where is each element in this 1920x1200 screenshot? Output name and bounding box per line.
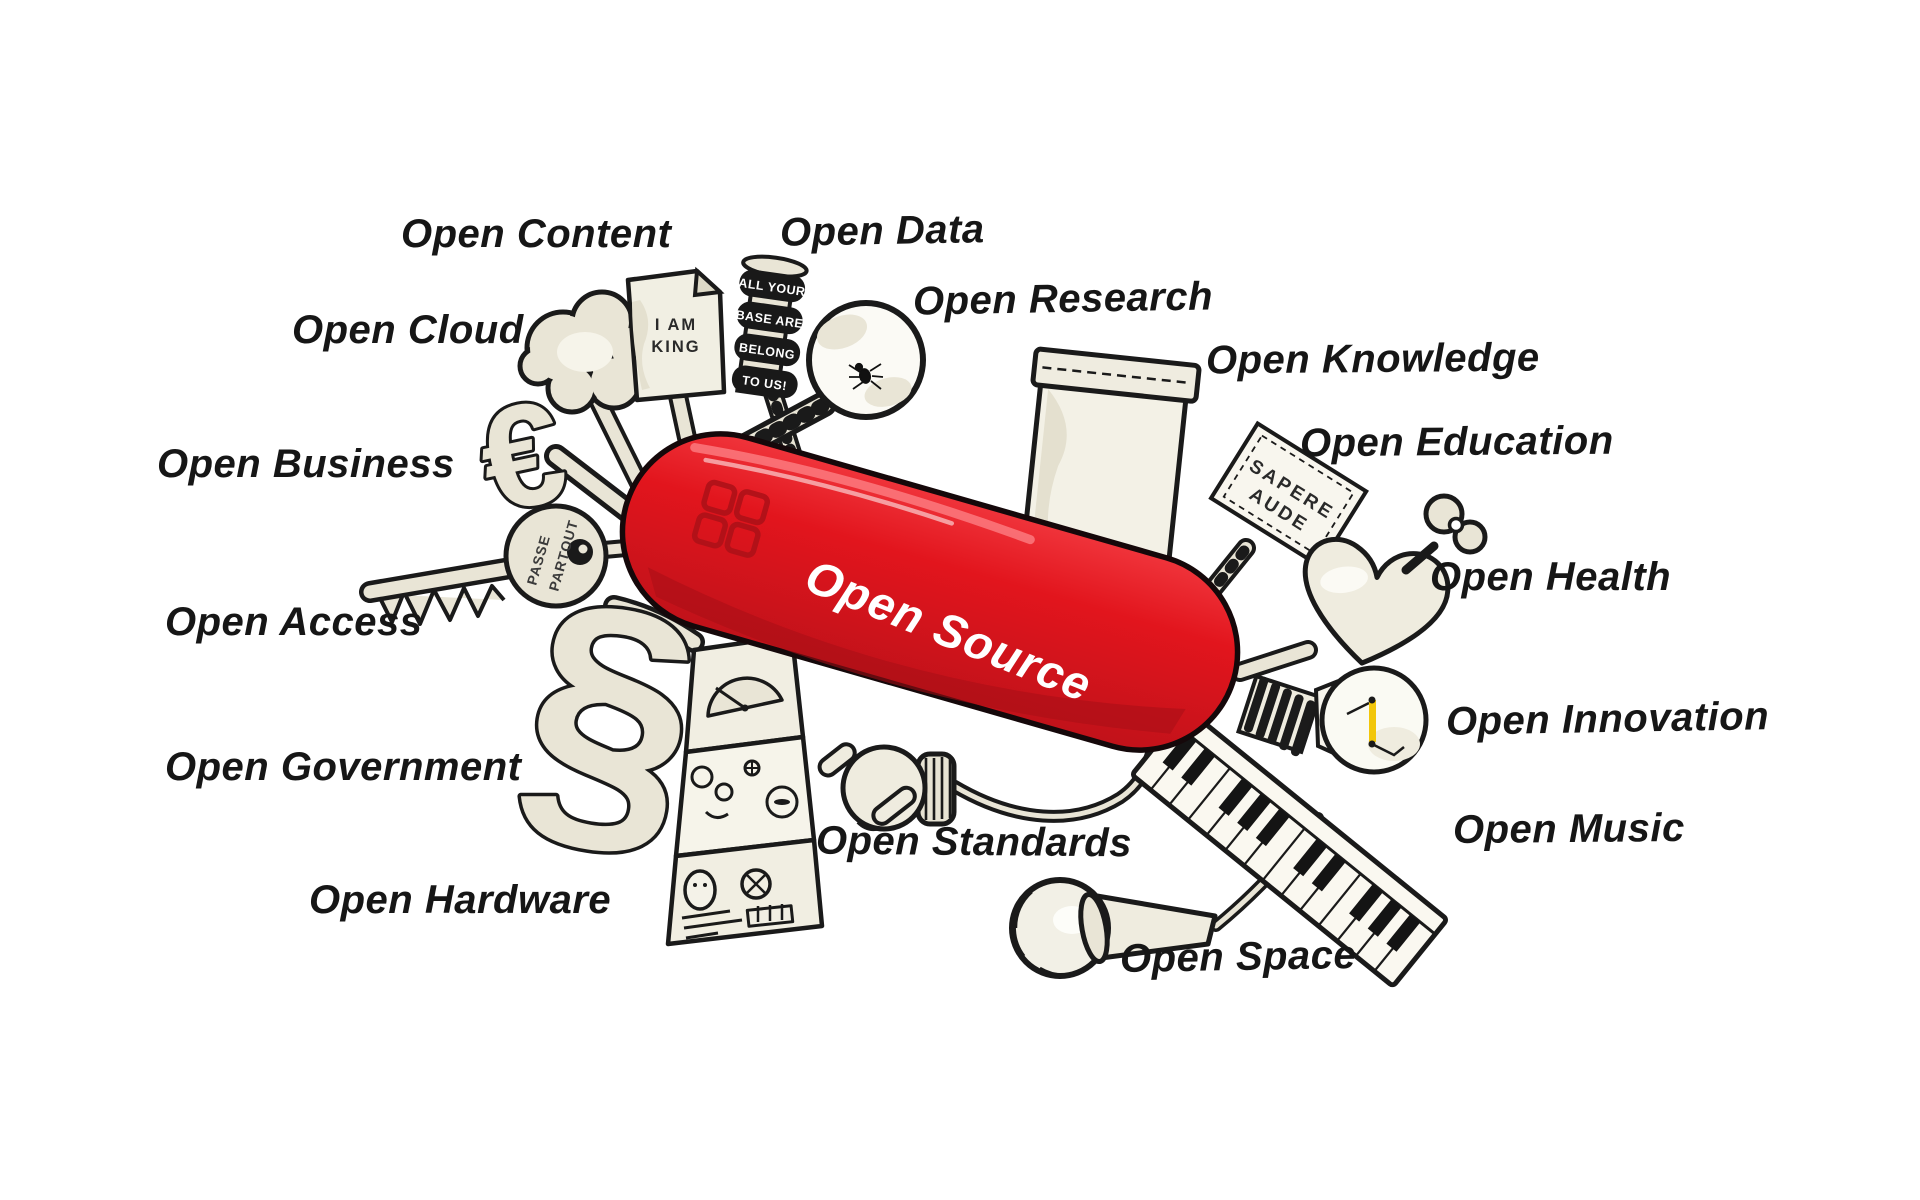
knife-logo-icon: [691, 479, 771, 558]
knife-body: Open Source: [619, 431, 1241, 753]
label-open-music: Open Music: [1452, 805, 1685, 853]
label-open-standards: Open Standards: [815, 818, 1133, 866]
label-open-space: Open Space: [1119, 932, 1357, 982]
magnifier-icon: [806, 300, 926, 420]
cloud-icon: [517, 289, 662, 415]
label-open-data: Open Data: [779, 207, 985, 255]
key-icon: PASSE PARTOUT: [359, 503, 609, 626]
label-open-knowledge: Open Knowledge: [1205, 335, 1540, 383]
label-open-content: Open Content: [401, 212, 672, 256]
rings-text-line4: TO US!: [741, 373, 788, 393]
label-open-business: Open Business: [157, 442, 455, 486]
rings-icon: ALL YOUR BASE ARE BELONG TO US!: [731, 254, 809, 399]
plug-icon: [817, 742, 957, 832]
label-open-health: Open Health: [1430, 555, 1672, 599]
sign-icon: SAPERE AUDE: [1208, 420, 1369, 569]
document-icon: I AM KING: [625, 266, 727, 403]
label-open-government: Open Government: [165, 745, 522, 789]
document-text-line1: I AM: [655, 316, 697, 334]
document-text-line2: KING: [651, 338, 700, 356]
label-open-innovation: Open Innovation: [1445, 694, 1770, 744]
label-open-access: Open Access: [165, 600, 423, 644]
label-open-research: Open Research: [912, 274, 1214, 324]
label-open-hardware: Open Hardware: [309, 878, 612, 922]
manual-icon: [665, 633, 825, 947]
label-open-education: Open Education: [1299, 418, 1614, 466]
microphone-icon: [1009, 877, 1218, 979]
bulb-icon: [1235, 665, 1429, 775]
fly-icon: [848, 362, 884, 390]
label-open-cloud: Open Cloud: [292, 308, 524, 352]
windup-key-icon: [1401, 493, 1488, 575]
